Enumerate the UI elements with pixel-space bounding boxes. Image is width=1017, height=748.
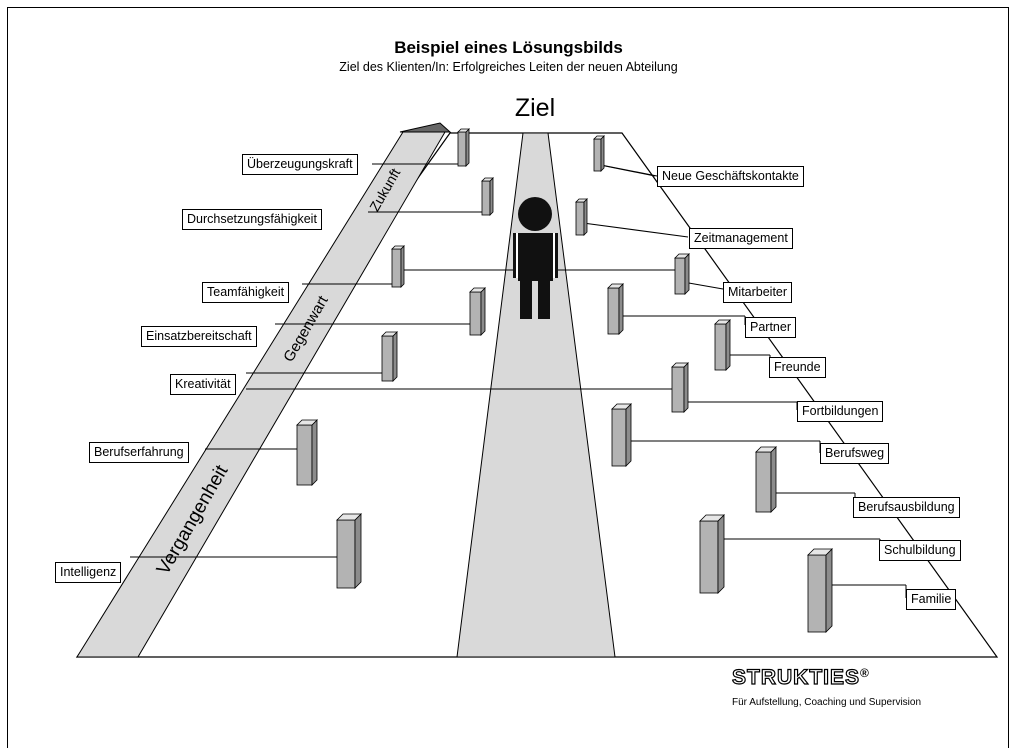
resource-post [469, 287, 486, 336]
resource-post [699, 514, 725, 594]
perspective-drawing [75, 122, 999, 658]
person-icon [513, 197, 558, 319]
resource-label-right: Schulbildung [879, 540, 961, 561]
resource-label-left: Teamfähigkeit [202, 282, 290, 303]
resource-label-left: Berufserfahrung [89, 442, 189, 463]
resource-post [593, 135, 605, 172]
strukties-logo: STRUKTIES® [731, 665, 870, 690]
resource-label-right: Fortbildungen [797, 401, 884, 422]
resource-label-right: Neue Geschäftskontakte [657, 166, 804, 187]
resource-post [755, 446, 777, 513]
goal-label: Ziel [514, 94, 556, 122]
goal-path [456, 132, 616, 658]
resource-label-left: Durchsetzungsfähigkeit [182, 209, 322, 230]
registered-mark: ® [860, 666, 870, 680]
resource-label-right: Mitarbeiter [723, 282, 793, 303]
timeline-arrow-head [399, 122, 452, 133]
resource-label-right: Familie [906, 589, 957, 610]
resource-post [381, 331, 398, 382]
resource-post [575, 198, 588, 236]
resource-post [611, 403, 632, 467]
resource-post [714, 319, 731, 371]
resource-label-left: Einsatzbereitschaft [141, 326, 257, 347]
resource-post [457, 128, 470, 167]
frame-border [7, 7, 1009, 748]
resource-post [671, 362, 689, 413]
right-connectors [582, 162, 907, 598]
resource-label-right: Berufsausbildung [853, 497, 960, 518]
resource-label-left: Überzeugungskraft [242, 154, 358, 175]
diagram-canvas: Beispiel eines Lösungsbilds Ziel des Kli… [7, 7, 1009, 748]
resource-label-left: Intelligenz [55, 562, 122, 583]
resource-post [807, 548, 833, 633]
logo-wordmark: STRUKTIES [731, 665, 861, 689]
logo-tagline: Für Aufstellung, Coaching und Supervisio… [732, 697, 922, 708]
resource-post [674, 253, 690, 295]
diagram-title: Beispiel eines Lösungsbilds [394, 38, 623, 57]
resource-label-right: Partner [745, 317, 796, 338]
resource-post [296, 419, 318, 486]
resource-label-left: Kreativität [170, 374, 236, 395]
resource-posts [296, 128, 833, 633]
resource-post [336, 513, 362, 589]
resource-label-right: Freunde [769, 357, 826, 378]
diagram-subtitle: Ziel des Klienten/In: Erfolgreiches Leit… [339, 60, 678, 74]
person-figure [513, 197, 558, 319]
resource-post [607, 283, 624, 335]
resource-post [391, 245, 405, 288]
resource-post [481, 177, 494, 216]
resource-label-right: Zeitmanagement [689, 228, 793, 249]
resource-label-right: Berufsweg [820, 443, 890, 464]
left-connectors [130, 163, 675, 558]
